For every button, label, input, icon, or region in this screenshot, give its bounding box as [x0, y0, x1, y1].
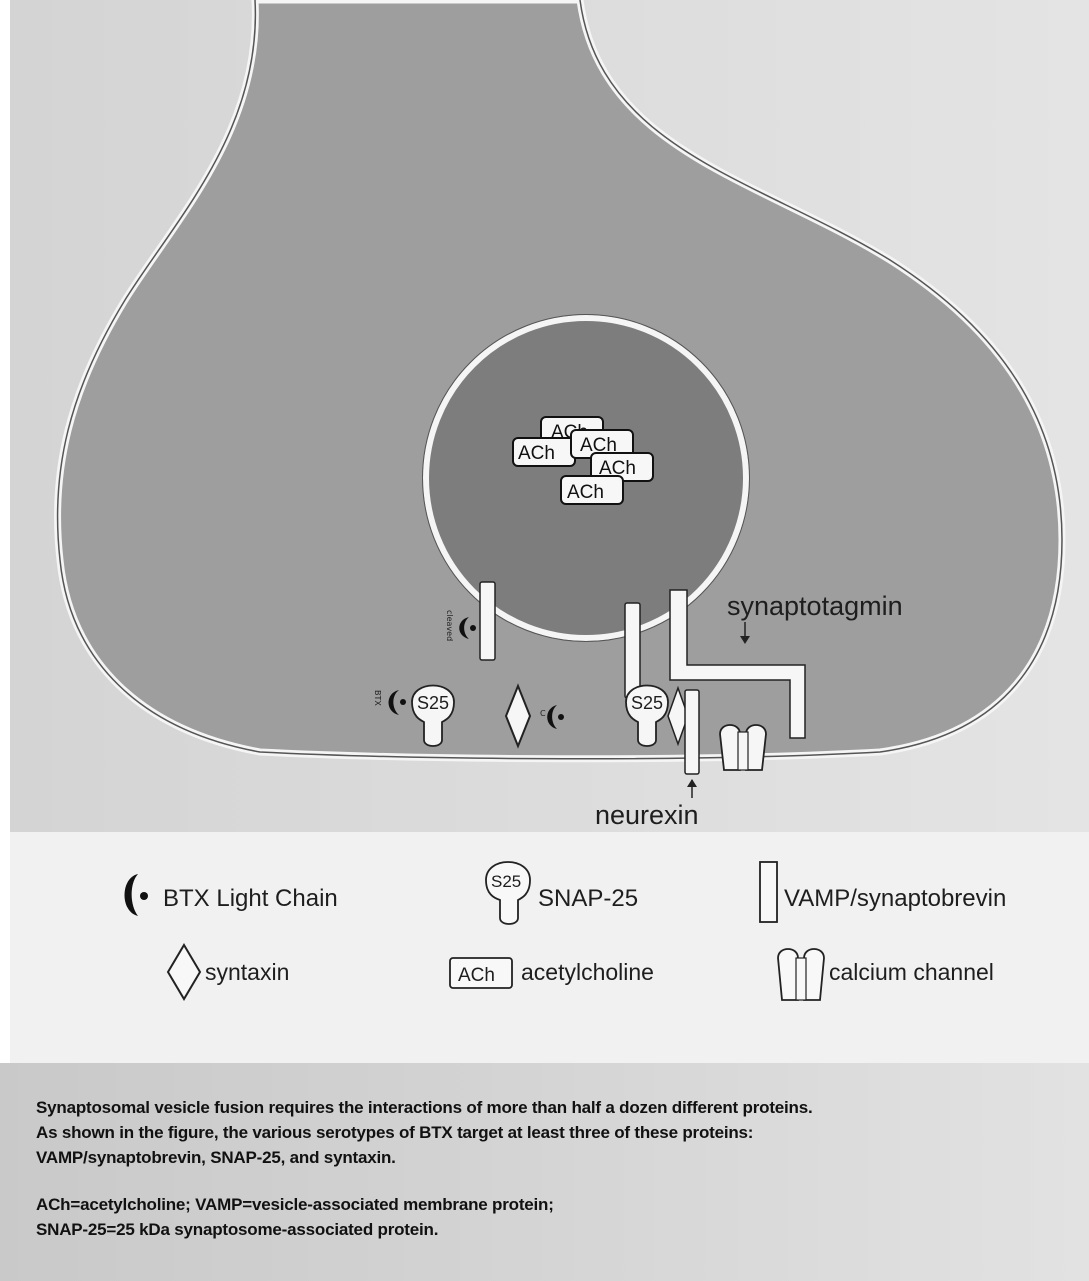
svg-text:ACh: ACh [599, 458, 636, 479]
terminal-outline [56, 0, 1063, 760]
vamp-vesicle-left [479, 581, 496, 661]
svg-text:ACh: ACh [458, 965, 495, 986]
svg-text:SNAP-25: SNAP-25 [538, 885, 638, 912]
vamp-vesicle-right [624, 602, 641, 699]
legend-item-calcium: calcium channel [777, 948, 994, 1001]
caption-paragraph: Synaptosomal vesicle fusion requires the… [36, 1098, 813, 1167]
synaptotagmin [669, 589, 806, 739]
svg-text:S25: S25 [631, 693, 663, 713]
ach-box: ACh [590, 452, 654, 482]
syntaxin-icon [166, 943, 202, 1001]
legend-item-acetylcholine: ACh acetylcholine [449, 957, 654, 989]
svg-text:BTX Light Chain: BTX Light Chain [163, 885, 338, 912]
svg-text:cleaved: cleaved [445, 610, 454, 641]
ach-cluster: ACh ACh ACh ACh ACh [512, 416, 654, 505]
synapse-diagram: ACh ACh ACh ACh ACh cleaved synaptotagmi… [10, 0, 1089, 1063]
svg-text:syntaxin: syntaxin [205, 959, 289, 985]
ach-box: ACh [560, 475, 624, 505]
svg-text:acetylcholine: acetylcholine [521, 959, 654, 985]
neurexin-label: neurexin [595, 800, 699, 830]
svg-text:C: C [540, 709, 546, 718]
legend-item-vamp: VAMP/synaptobrevin [759, 861, 1006, 923]
snap25-icon [485, 861, 531, 925]
btx-light-chain-icon [388, 690, 399, 715]
btx-light-chain-icon [459, 617, 469, 639]
legend-item-syntaxin: syntaxin [166, 943, 289, 1001]
caption-box: Synaptosomal vesicle fusion requires the… [0, 1063, 1089, 1281]
vamp-icon [759, 861, 778, 923]
legend-band [10, 832, 1089, 1063]
snap25-left: S25 [411, 684, 455, 747]
svg-text:ACh: ACh [580, 435, 617, 456]
btx-light-chain-icon [124, 874, 138, 916]
svg-text:VAMP/synaptobrevin: VAMP/synaptobrevin [784, 885, 1006, 912]
legend-item-btx: BTX Light Chain [124, 874, 338, 916]
synaptotagmin-label: synaptotagmin [727, 591, 903, 621]
svg-text:ACh: ACh [567, 482, 604, 503]
btx-light-chain-icon [547, 705, 557, 729]
calcium-channel-icon [777, 948, 825, 1001]
svg-text:BTX: BTX [373, 690, 382, 706]
svg-text:calcium channel: calcium channel [829, 959, 994, 985]
legend-item-snap25: S25 SNAP-25 [485, 861, 638, 925]
neurexin [684, 689, 700, 775]
caption-abbreviations: ACh=acetylcholine; VAMP=vesicle-associat… [36, 1195, 554, 1239]
legend: BTX Light Chain S25 SNAP-25 VAMP/synapto… [124, 861, 1006, 1001]
svg-text:ACh: ACh [518, 443, 555, 464]
syntaxin [504, 683, 532, 749]
snap25-right: S25 [625, 684, 669, 747]
ach-box: ACh [512, 437, 576, 467]
svg-text:S25: S25 [417, 693, 449, 713]
ach-icon [449, 957, 513, 989]
svg-text:S25: S25 [491, 872, 521, 891]
calcium-channel [719, 724, 767, 771]
